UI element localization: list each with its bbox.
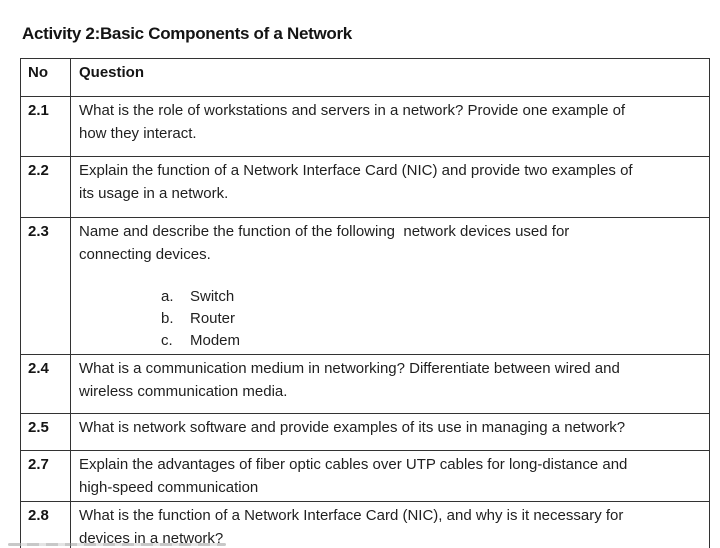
question-text-line: connecting devices.: [79, 246, 211, 263]
question-cell: Name and describe the function of the fo…: [70, 217, 710, 355]
table-row: 2.8 What is the function of a Network Int…: [20, 501, 710, 548]
header-no: No: [20, 58, 71, 97]
question-text-line: What is a communication medium in networ…: [79, 360, 620, 377]
table-header: No Question: [20, 58, 710, 97]
row-number: 2.4: [20, 354, 71, 414]
table-row: 2.5 What is network software and provide …: [20, 413, 710, 451]
question-text-line: high-speed communication: [79, 479, 259, 496]
row-number: 2.3: [20, 217, 71, 355]
row-number: 2.8: [20, 501, 71, 548]
page-title: Activity 2:Basic Components of a Network: [22, 24, 352, 43]
question-table: No Question 2.1 What is the role of works…: [20, 58, 710, 548]
question-cell: Explain the advantages of fiber optic ca…: [70, 450, 710, 502]
question-text-line: Explain the function of a Network Interf…: [79, 162, 633, 179]
question-text-line: Name and describe the function of the fo…: [79, 223, 570, 240]
option-list: a. Switch b. Router c. Modem: [79, 286, 699, 352]
row-number: 2.2: [20, 156, 71, 218]
question-text-line: its usage in a network.: [79, 185, 229, 202]
list-item-letter: a.: [161, 288, 174, 305]
question-text-line: Explain the advantages of fiber optic ca…: [79, 456, 628, 473]
list-item: c. Modem: [79, 330, 699, 352]
question-text-line: wireless communication media.: [79, 383, 288, 400]
question-cell: What is the function of a Network Interf…: [70, 501, 710, 548]
question-text-line: What is the role of workstations and ser…: [79, 102, 626, 119]
table-row: 2.1 What is the role of workstations and …: [20, 96, 710, 157]
list-item-text: Switch: [190, 288, 235, 305]
question-text-line: how they interact.: [79, 125, 197, 142]
row-number: 2.7: [20, 450, 71, 502]
scan-artifact: [8, 543, 226, 546]
list-item-letter: c.: [161, 332, 173, 349]
question-text-line: What is the function of a Network Interf…: [79, 507, 624, 524]
question-table-body: 2.1 What is the role of workstations and …: [20, 96, 710, 548]
list-item: a. Switch: [79, 286, 699, 308]
question-cell: What is the role of workstations and ser…: [70, 96, 710, 157]
table-row: 2.4 What is a communication medium in net…: [20, 354, 710, 414]
question-text-line: devices in a network?: [79, 530, 224, 547]
row-number: 2.1: [20, 96, 71, 157]
list-item-text: Modem: [190, 332, 241, 349]
question-cell: What is a communication medium in networ…: [70, 354, 710, 414]
table-row: 2.2 Explain the function of a Network Int…: [20, 156, 710, 218]
list-item-text: Router: [190, 310, 236, 327]
table-row: 2.7 Explain the advantages of fiber optic…: [20, 450, 710, 502]
row-number: 2.5: [20, 413, 71, 451]
question-cell: What is network software and provide exa…: [70, 413, 710, 451]
question-cell: Explain the function of a Network Interf…: [70, 156, 710, 218]
header-question: Question: [70, 58, 710, 97]
list-item: b. Router: [79, 308, 699, 330]
list-item-letter: b.: [161, 310, 174, 327]
question-text-line: What is network software and provide exa…: [79, 419, 626, 436]
table-row: 2.3 Name and describe the function of the…: [20, 217, 710, 355]
table-header-row: No Question: [20, 58, 710, 97]
